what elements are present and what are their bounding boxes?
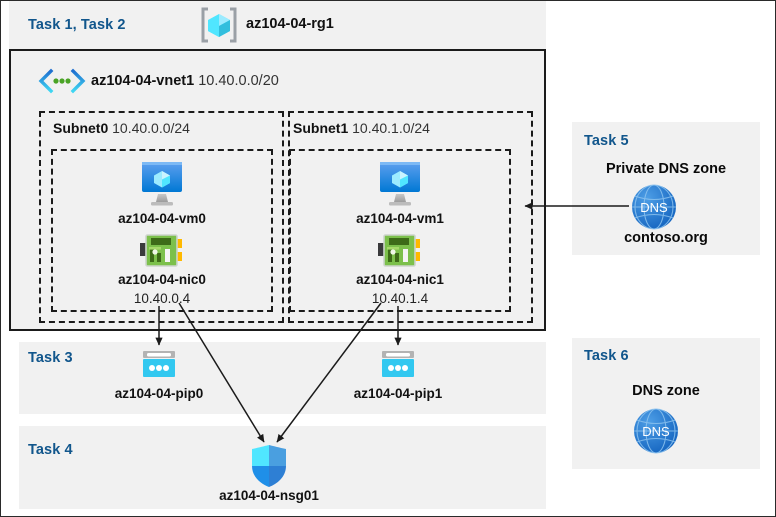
nic0-name: az104-04-nic0 <box>118 272 206 287</box>
dns-globe-icon: DNS <box>631 184 677 230</box>
task3-label: Task 3 <box>28 350 73 366</box>
task5-label: Task 5 <box>584 133 629 149</box>
virtual-network-icon <box>38 68 86 94</box>
vnet-title: az104-04-vnet1 10.40.0.0/20 <box>91 73 279 89</box>
nic0-ip: 10.40.0.4 <box>133 291 191 306</box>
subnet1-name: Subnet1 <box>293 120 349 136</box>
dns-icon-text: DNS <box>642 424 670 439</box>
subnet1-resources-box <box>289 149 511 312</box>
dns-zone-heading: DNS zone <box>632 383 700 399</box>
nic1-ip: 10.40.1.4 <box>371 291 429 306</box>
task6-label: Task 6 <box>584 348 629 364</box>
network-interface-icon <box>140 233 184 269</box>
virtual-machine-icon <box>136 158 188 208</box>
subnet0-resources-box <box>51 149 273 312</box>
task1-task2-header-panel <box>9 1 546 49</box>
vnet-name: az104-04-vnet1 <box>91 73 195 89</box>
resource-group-name: az104-04-rg1 <box>246 16 334 32</box>
task4-label: Task 4 <box>28 442 73 458</box>
task1-task2-label: Task 1, Task 2 <box>28 17 126 33</box>
vnet-panel <box>9 49 546 331</box>
vm1-name: az104-04-vm1 <box>356 211 444 226</box>
pip0-name: az104-04-pip0 <box>114 386 204 401</box>
vm0-name: az104-04-vm0 <box>118 211 206 226</box>
nsg-name: az104-04-nsg01 <box>219 488 319 503</box>
public-ip-address-icon <box>380 349 416 381</box>
subnet1-cidr: 10.40.1.0/24 <box>352 120 430 136</box>
network-security-group-shield-icon <box>249 444 289 488</box>
resource-group-name-text: az104-04-rg1 <box>246 16 334 32</box>
subnet1-title: Subnet1 10.40.1.0/24 <box>293 120 430 136</box>
private-dns-zone-heading: Private DNS zone <box>605 161 727 177</box>
dns-icon-text: DNS <box>640 200 668 215</box>
dns-globe-icon: DNS <box>633 408 679 454</box>
network-interface-icon <box>378 233 422 269</box>
task5-panel <box>572 122 760 255</box>
nic1-name: az104-04-nic1 <box>356 272 444 287</box>
subnet0-cidr: 10.40.0.0/24 <box>112 120 190 136</box>
subnet0-box <box>39 111 284 323</box>
resource-group-cube-icon <box>199 6 239 44</box>
private-dns-zone-domain: contoso.org <box>624 230 708 246</box>
public-ip-address-icon <box>141 349 177 381</box>
virtual-machine-icon <box>374 158 426 208</box>
pip1-name: az104-04-pip1 <box>353 386 443 401</box>
subnet0-name: Subnet0 <box>53 120 109 136</box>
subnet0-title: Subnet0 10.40.0.0/24 <box>53 120 190 136</box>
task3-panel <box>19 342 546 414</box>
vnet-cidr: 10.40.0.0/20 <box>198 73 279 89</box>
